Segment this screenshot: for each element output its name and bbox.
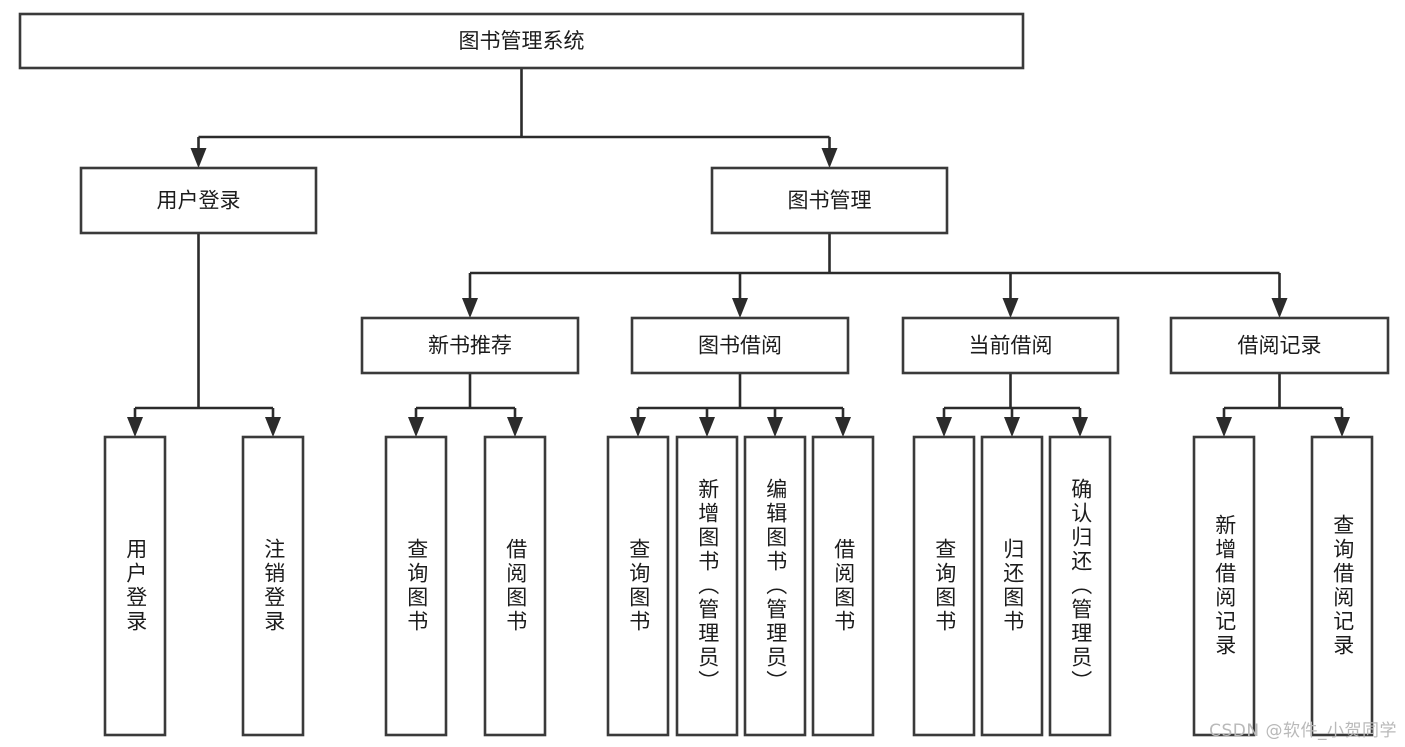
leaf-node-box — [241, 435, 305, 737]
arrow-head-icon — [835, 417, 851, 437]
arrow-head-icon — [1271, 298, 1288, 318]
leaf-node-box — [912, 435, 976, 737]
arrow-head-icon — [936, 417, 952, 437]
arrow-head-icon — [767, 417, 783, 437]
leaf-node-box — [606, 435, 670, 737]
level2-node-label: 借阅记录 — [1238, 334, 1322, 358]
leaf-node-box — [1048, 435, 1112, 737]
level2-node-box — [901, 316, 1120, 375]
leaf-node-box — [1310, 435, 1374, 737]
leaf-node-box — [1192, 435, 1256, 737]
leaf-node-box — [103, 435, 167, 737]
arrow-head-icon — [630, 417, 646, 437]
arrow-head-icon — [127, 417, 143, 437]
leaf-node-box — [980, 435, 1044, 737]
arrow-head-icon — [1002, 298, 1019, 318]
root-node-label: 图书管理系统 — [459, 29, 585, 53]
arrow-head-icon — [732, 298, 748, 318]
arrow-head-icon — [1334, 417, 1350, 437]
connectors-group — [127, 68, 1350, 437]
arrow-head-icon — [408, 417, 424, 437]
level2-node-label: 图书借阅 — [698, 334, 782, 358]
leaf-node-box — [743, 435, 807, 737]
level2-node-box — [1169, 316, 1390, 375]
level2-node-box — [360, 316, 580, 375]
leaf-node-box — [811, 435, 875, 737]
arrow-head-icon — [190, 148, 207, 168]
level1-node-label: 图书管理 — [788, 189, 872, 213]
level1-node-box — [710, 166, 949, 235]
leaf-node-box — [384, 435, 448, 737]
level2-node-label: 新书推荐 — [428, 334, 512, 358]
watermark-text: CSDN @软件_小贺同学 — [1209, 721, 1397, 741]
arrow-head-icon — [1072, 417, 1088, 437]
arrow-head-icon — [1216, 417, 1232, 437]
arrow-head-icon — [462, 298, 478, 318]
arrow-head-icon — [1004, 417, 1020, 437]
arrow-head-icon — [265, 417, 281, 437]
level1-node-box — [79, 166, 318, 235]
root-node-box — [18, 12, 1025, 70]
leaf-node-box — [483, 435, 547, 737]
arrow-head-icon — [821, 148, 838, 168]
boxes-group — [18, 12, 1390, 737]
arrow-head-icon — [507, 417, 523, 437]
arrow-head-icon — [699, 417, 715, 437]
level2-node-box — [630, 316, 850, 375]
leaf-node-box — [675, 435, 739, 737]
level1-node-label: 用户登录 — [157, 189, 241, 213]
level2-node-label: 当前借阅 — [969, 334, 1053, 358]
